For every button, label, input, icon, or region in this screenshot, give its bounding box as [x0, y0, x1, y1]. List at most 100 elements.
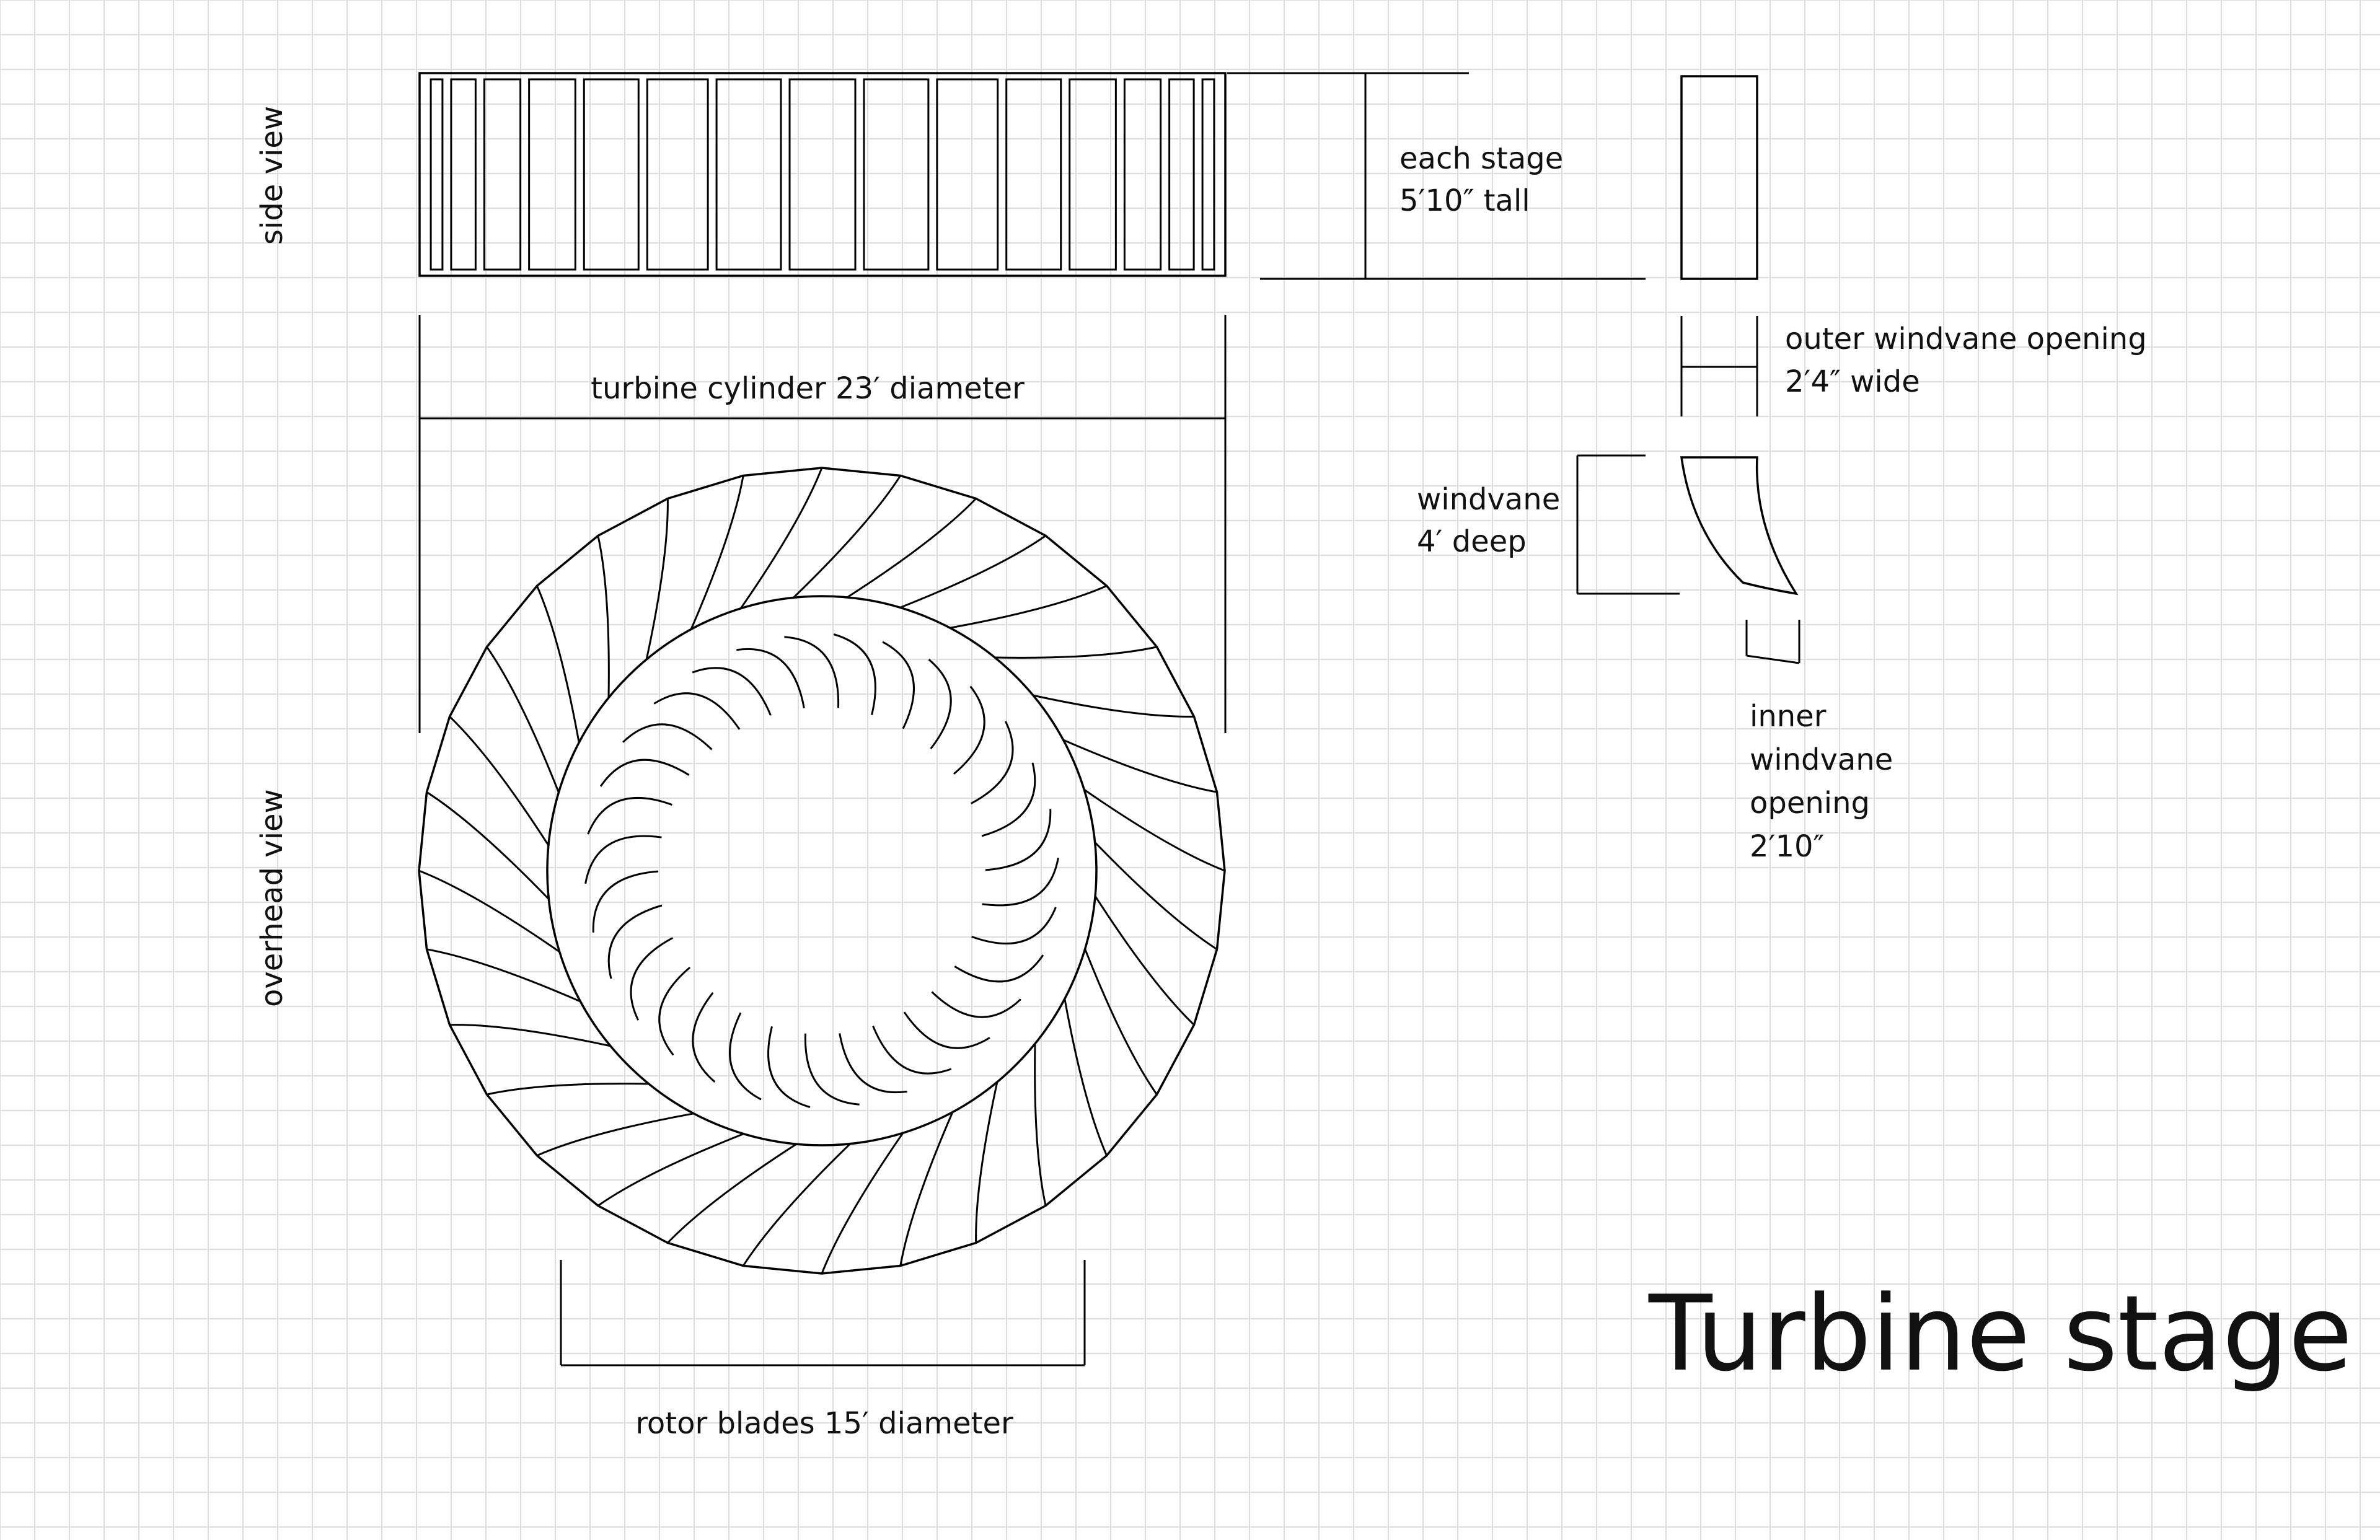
outer-windvane — [487, 1083, 649, 1096]
rotor-blade — [622, 723, 713, 750]
outer-windvane — [742, 1143, 851, 1267]
cylinder-diameter-label: turbine cylinder 23′ diameter — [591, 371, 1025, 406]
outer-windvane — [821, 1132, 904, 1274]
outer-windvane — [995, 646, 1157, 659]
outer-windvane — [536, 585, 580, 743]
side-panel — [1069, 78, 1117, 271]
rotor-blade — [931, 991, 1021, 1018]
side-panel — [936, 78, 999, 271]
outer-windvane — [536, 1112, 694, 1156]
outer-ring-polygon — [418, 467, 1226, 1275]
outer-windvane — [975, 1081, 998, 1243]
rotor-blade — [970, 721, 1014, 804]
rotor-blade — [767, 1026, 811, 1108]
overhead-view — [418, 467, 1226, 1275]
outer-windvane — [1084, 948, 1158, 1095]
rotor-blade — [971, 907, 1057, 945]
rotor-blade — [692, 667, 772, 716]
side-panel — [715, 78, 782, 271]
side-panel — [1168, 78, 1195, 271]
windvane-label-line2: 4′ deep — [1417, 524, 1527, 559]
inner-opening-label-line1: inner — [1750, 699, 1827, 734]
rotor-blade — [982, 857, 1059, 907]
windvane-label-line1: windvane — [1417, 482, 1560, 517]
outer-windvane — [1094, 842, 1218, 951]
outer-windvane — [418, 869, 560, 953]
outer-windvane — [645, 498, 669, 660]
rotor-blade — [981, 762, 1036, 837]
rotor-blade — [839, 1033, 907, 1093]
rotor-blade — [903, 1011, 990, 1049]
side-view-label: side view — [255, 106, 289, 245]
rotor-blade — [872, 1026, 952, 1075]
outer-windvane — [1064, 998, 1108, 1156]
outer-windvane — [847, 498, 977, 599]
side-view — [418, 72, 1227, 277]
outer-windvane — [793, 475, 902, 599]
outer-windvane — [486, 646, 560, 793]
single-stage-box — [1680, 75, 1758, 280]
inner-opening-dimension — [1745, 620, 1800, 664]
windvane-depth-dimension — [1576, 454, 1680, 595]
outer-windvane — [1062, 739, 1217, 793]
inner-opening-label-line3: opening — [1750, 786, 1870, 821]
side-panel — [430, 78, 444, 271]
rotor-blade — [584, 835, 662, 884]
rotor-blade — [882, 641, 915, 729]
rotor-blade — [653, 692, 741, 730]
outer-windvane — [667, 1143, 797, 1244]
rotor-blade — [736, 648, 805, 708]
rotor-blade — [658, 966, 691, 1056]
rotor-blade — [985, 809, 1052, 871]
rotor-blade — [833, 633, 876, 715]
inner-ring-circle — [546, 595, 1098, 1146]
outer-windvane — [1083, 788, 1225, 872]
windvane-detail — [1680, 456, 1799, 596]
side-panel — [788, 78, 857, 271]
side-panel — [1005, 78, 1062, 271]
rotor-diameter-label: rotor blades 15′ diameter — [635, 1406, 1013, 1441]
side-view-panels — [430, 78, 1215, 271]
rotor-blade — [607, 904, 663, 979]
overhead-view-label: overhead view — [255, 789, 289, 1007]
outer-windvane — [1033, 694, 1194, 718]
diagram-title: Turbine stage — [1648, 1273, 2353, 1394]
side-panel — [1201, 78, 1215, 271]
outer-windvane — [899, 1111, 954, 1266]
outer-opening-label-line1: outer windvane opening — [1785, 322, 2147, 356]
outer-windvane — [950, 585, 1108, 629]
outer-opening-label-line2: 2′4″ wide — [1785, 364, 1920, 399]
outer-windvane — [1094, 895, 1195, 1026]
side-panel — [863, 78, 930, 271]
outer-windvane — [449, 1024, 611, 1047]
rotor-blade — [630, 937, 674, 1021]
rotor-blade — [928, 659, 952, 750]
outer-opening-dimension — [1680, 316, 1758, 416]
each-stage-label-line1: each stage — [1399, 141, 1563, 176]
side-panel — [1123, 78, 1162, 271]
inner-opening-label-line2: windvane — [1750, 742, 1893, 777]
outer-windvane — [426, 948, 581, 1003]
outer-windvane — [899, 535, 1046, 609]
side-view-frame — [418, 72, 1227, 277]
rotor-blade — [599, 759, 690, 787]
rotor-blade — [953, 685, 985, 775]
outer-windvane — [597, 535, 610, 698]
outer-windvane — [1034, 1044, 1047, 1206]
outer-windvane — [739, 467, 823, 609]
side-panel — [646, 78, 709, 271]
outer-windvane — [449, 716, 550, 846]
rotor-diameter-dimension — [560, 1260, 1086, 1366]
outer-windvane — [426, 791, 550, 900]
inner-opening-label-line4: 2′10″ — [1750, 829, 1824, 864]
side-panel — [450, 78, 477, 271]
side-panel — [528, 78, 576, 271]
rotor-blade — [804, 1033, 860, 1106]
rotor-blade — [729, 1012, 762, 1101]
rotor-blade — [692, 992, 716, 1083]
side-panel — [583, 78, 640, 271]
outer-windvane — [690, 475, 744, 630]
rotor-blade — [587, 796, 672, 835]
